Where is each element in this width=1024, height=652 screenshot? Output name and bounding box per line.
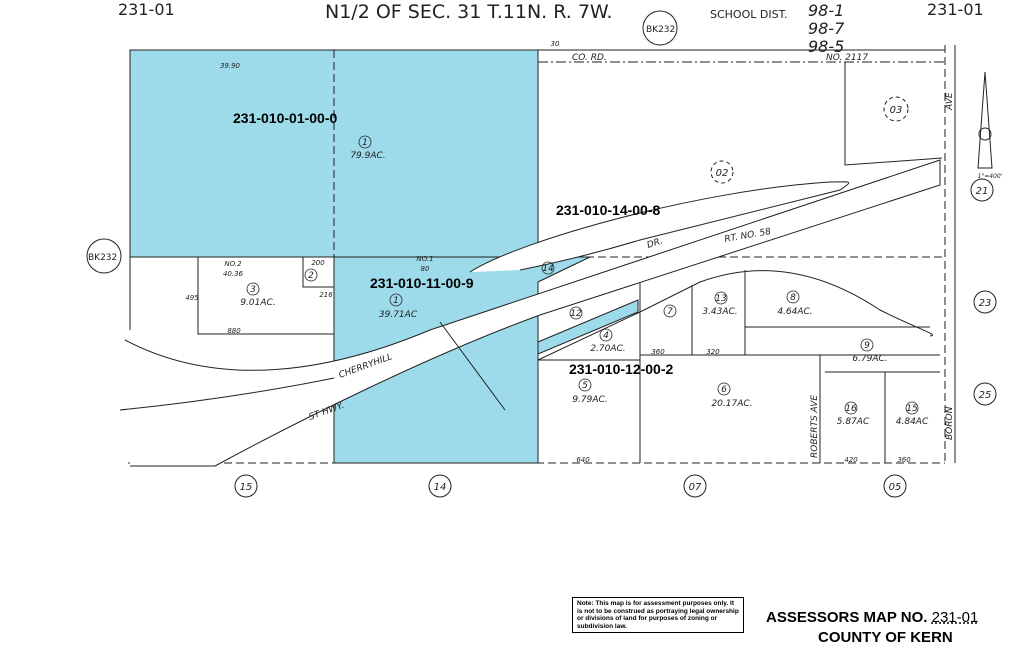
apn-label: 231-010-11-00-9 bbox=[370, 275, 474, 291]
map-label: 9.01AC. bbox=[240, 298, 275, 308]
map-label: 03 bbox=[890, 105, 903, 116]
road-label: ROBERTS AVE bbox=[810, 395, 820, 458]
map-label: 25 bbox=[979, 390, 992, 401]
road-label: AVE bbox=[945, 92, 955, 111]
map-label: 9.79AC. bbox=[572, 395, 607, 405]
parcel-3-boundary bbox=[197, 256, 335, 335]
section-title: N1/2 OF SEC. 31 T.11N. R. 7W. bbox=[325, 1, 613, 23]
map-label: 360 bbox=[651, 348, 665, 356]
map-label: 21 bbox=[976, 186, 989, 197]
map-label: 4 bbox=[603, 331, 609, 341]
map-label: 05 bbox=[889, 482, 902, 493]
map-label: 9 bbox=[864, 341, 870, 351]
map-label: 640 bbox=[576, 456, 590, 464]
map-label: 7 bbox=[667, 307, 673, 317]
map-label: 15 bbox=[906, 404, 918, 414]
map-label: 23 bbox=[979, 298, 992, 309]
map-label: 02 bbox=[716, 168, 729, 179]
map-label: 4.84AC bbox=[896, 417, 929, 427]
map-label: 2.70AC. bbox=[590, 344, 625, 354]
map-label: 1 bbox=[393, 296, 399, 306]
north-arrow-icon bbox=[977, 71, 993, 169]
map-label: 40.36 bbox=[223, 270, 244, 278]
map-label: 79.9AC. bbox=[350, 151, 385, 161]
map-label: 39.71AC bbox=[379, 310, 418, 320]
school-dist: 98-7 bbox=[808, 19, 845, 38]
apn-label: 231-010-14-00-8 bbox=[556, 202, 661, 218]
map-label: 6 bbox=[721, 385, 727, 395]
assessors-map-title: ASSESSORS MAP NO. 231-01 bbox=[766, 609, 978, 626]
map-label: 6.79AC. bbox=[852, 354, 887, 364]
map-label: 14 bbox=[434, 482, 447, 493]
state-highway-58 bbox=[124, 159, 941, 467]
parcel-number-circles bbox=[246, 135, 919, 415]
parcel-03-boundary bbox=[844, 62, 943, 166]
road-label: DR. bbox=[646, 236, 664, 250]
map-label: 13 bbox=[715, 294, 727, 304]
map-number-left: 231-01 bbox=[118, 0, 175, 19]
apn-label: 231-010-01-00-0 bbox=[233, 110, 338, 126]
book-ref-top: BK232 bbox=[646, 25, 675, 35]
leader-line bbox=[439, 321, 506, 411]
map-label: 3.43AC. bbox=[702, 307, 737, 317]
map-label: 5.87AC bbox=[837, 417, 870, 427]
county-title: COUNTY OF KERN bbox=[818, 629, 953, 646]
map-label: 5 bbox=[582, 381, 588, 391]
map-label: 15 bbox=[240, 482, 253, 493]
school-dist: 98-1 bbox=[808, 1, 844, 20]
road-label: BORON bbox=[945, 406, 955, 440]
map-label: 20.17AC. bbox=[711, 399, 752, 409]
map-label: 8 bbox=[790, 293, 796, 303]
road-edge bbox=[119, 377, 335, 411]
map-label: NO.2 bbox=[224, 260, 242, 268]
book-ref-left: BK232 bbox=[88, 253, 117, 263]
map-label: 16 bbox=[845, 404, 857, 414]
map-label: 14 bbox=[542, 264, 554, 274]
map-label: 30 bbox=[551, 40, 560, 48]
map-number-right: 231-01 bbox=[927, 0, 984, 19]
scale-label: 1"=400' bbox=[978, 173, 1003, 180]
map-label: 07 bbox=[689, 482, 702, 493]
map-label: 320 bbox=[706, 348, 720, 356]
school-dist-label: SCHOOL DIST. bbox=[710, 8, 787, 21]
map-label: 495 bbox=[185, 294, 199, 302]
map-label: 2 bbox=[308, 271, 314, 281]
disclaimer-note: Note: This map is for assessment purpose… bbox=[572, 597, 744, 633]
parcel-2-boundary bbox=[302, 256, 335, 288]
parcel-boundary bbox=[537, 270, 933, 361]
school-dist: 98-5 bbox=[808, 37, 844, 56]
map-label: 80 bbox=[421, 265, 430, 273]
map-label: 12 bbox=[570, 309, 582, 319]
map-label: 4.64AC. bbox=[777, 307, 812, 317]
map-label: 360 bbox=[897, 456, 911, 464]
map-label: 200 bbox=[311, 259, 325, 267]
cherryhill-dr bbox=[469, 181, 850, 273]
parcel-strip-12 bbox=[537, 299, 639, 355]
map-label: 420 bbox=[844, 456, 858, 464]
apn-label: 231-010-12-00-2 bbox=[569, 361, 674, 377]
map-label: 1 bbox=[362, 138, 368, 148]
map-no-label: ASSESSORS MAP NO. bbox=[766, 609, 928, 626]
map-label: 216 bbox=[319, 291, 333, 299]
map-label: 880 bbox=[227, 327, 241, 335]
map-no: 231-01 bbox=[931, 609, 979, 626]
parcel-lines bbox=[538, 270, 940, 463]
map-label: 39.90 bbox=[220, 62, 241, 70]
north-arrow-circle-icon bbox=[978, 127, 992, 141]
adjacent-parcel-markers bbox=[86, 10, 997, 498]
road-label: NO. 2117 bbox=[826, 53, 868, 63]
map-label: NO.1 bbox=[416, 255, 433, 263]
map-label: 3 bbox=[250, 285, 256, 295]
road-label: CO. RD. bbox=[572, 53, 607, 63]
